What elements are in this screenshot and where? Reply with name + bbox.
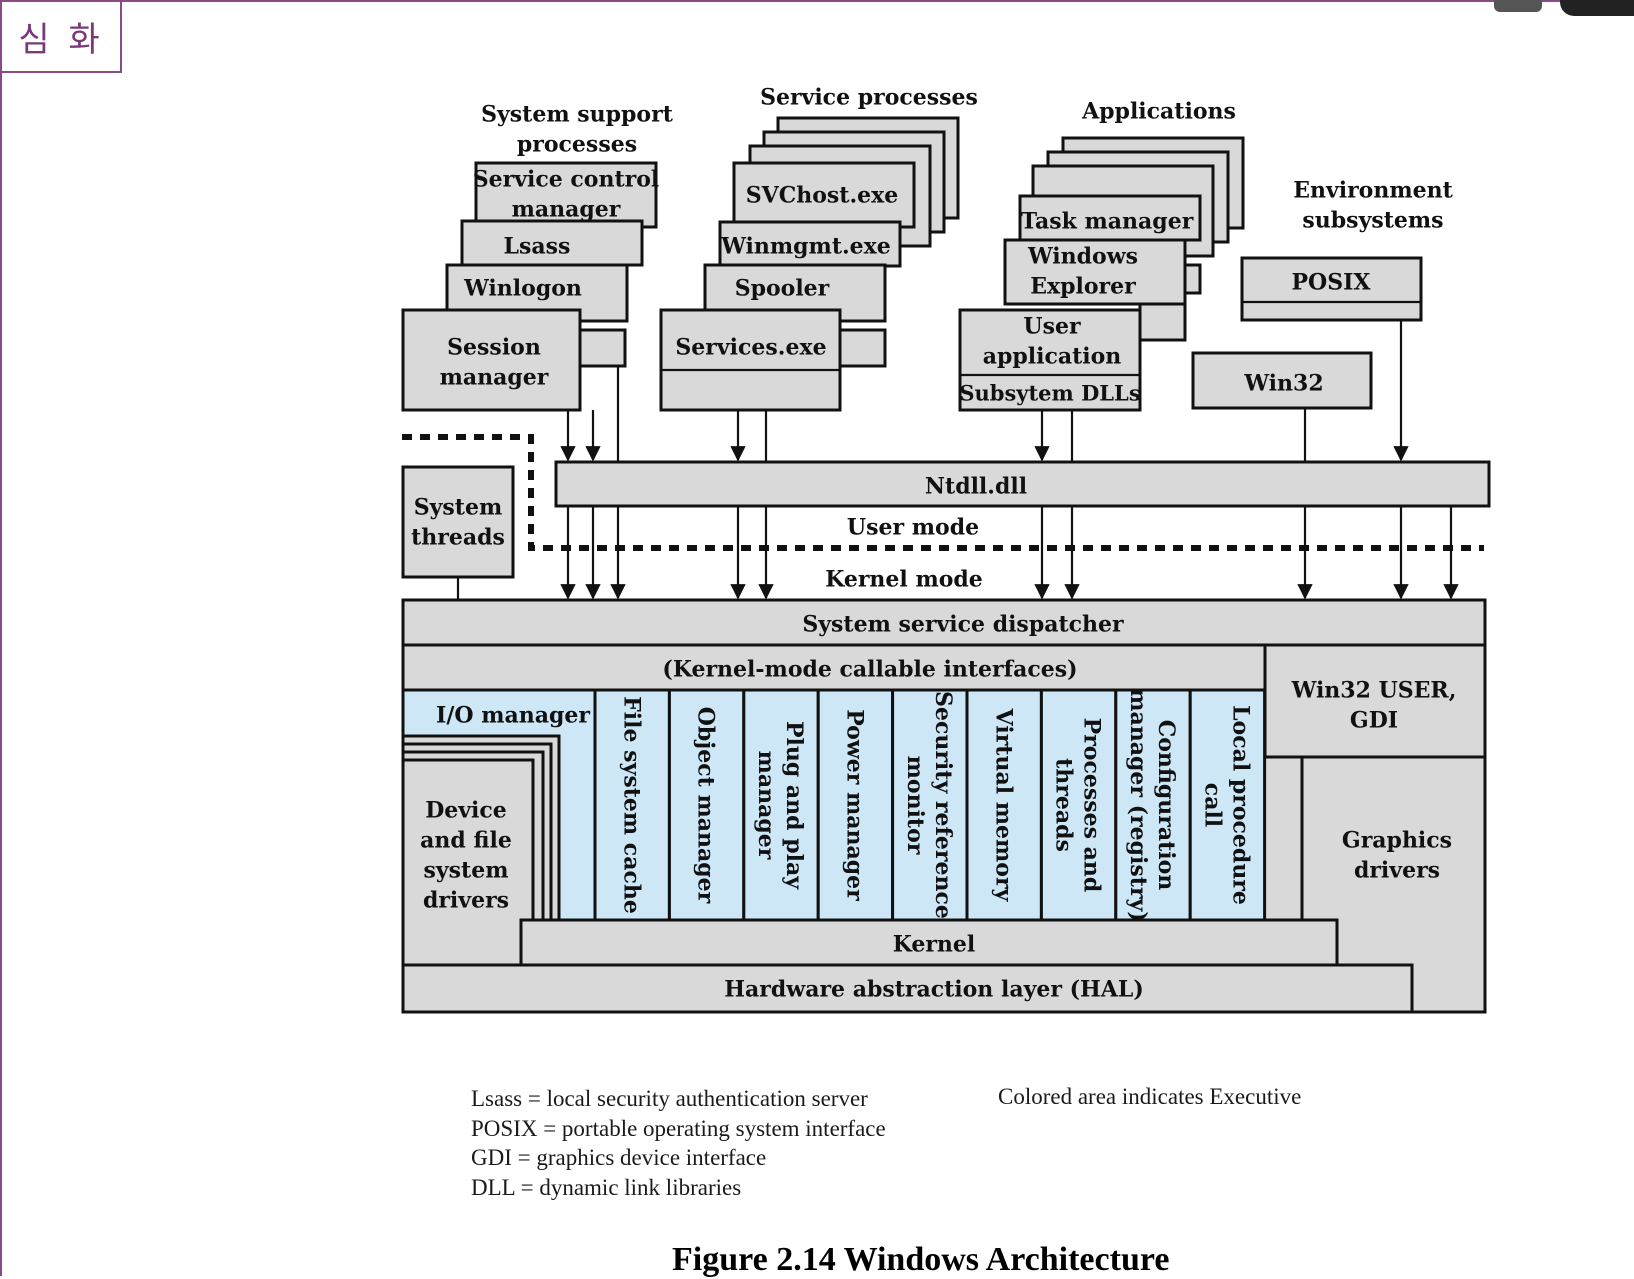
kernel-interfaces-label: (Kernel-mode callable interfaces) xyxy=(662,657,1077,683)
legend-item: POSIX = portable operating system interf… xyxy=(471,1115,886,1141)
executive-column-box xyxy=(742,688,820,922)
applications-heading: Applications xyxy=(1081,99,1236,125)
executive-column-label: Virtual memory xyxy=(990,708,1016,903)
kernel-label: Kernel xyxy=(893,932,976,958)
services-label: Services.exe xyxy=(675,335,826,361)
executive-column-box xyxy=(593,688,671,922)
legend: Lsass = local security authentication se… xyxy=(471,1084,886,1202)
executive-column-label: Local procedurecall xyxy=(1200,705,1254,905)
device-drivers-box xyxy=(401,758,535,972)
service-control-manager-box xyxy=(474,161,658,229)
dispatcher-label: System service dispatcher xyxy=(802,612,1124,638)
hal-label: Hardware abstraction layer (HAL) xyxy=(724,977,1144,1003)
lsass-box xyxy=(460,219,644,267)
executive-column-box xyxy=(891,688,969,922)
subsystem-dlls-label: Subsytem DLLs xyxy=(959,380,1140,405)
win32-user-gdi-label: Win32 USER,GDI xyxy=(1291,678,1457,734)
svchost-label: SVChost.exe xyxy=(746,183,898,209)
executive-column-label: Plug and playmanager xyxy=(753,721,807,890)
user-mode-label: User mode xyxy=(847,515,979,541)
stack-edge-box xyxy=(578,328,627,368)
io-manager-label: I/O manager xyxy=(436,703,590,729)
window-control-button[interactable] xyxy=(1494,0,1542,12)
posix-label: POSIX xyxy=(1292,270,1372,296)
windows-explorer-box xyxy=(1003,238,1187,306)
lsass-label: Lsass xyxy=(504,234,571,260)
executive-column-label: Security referencemonitor xyxy=(902,691,956,919)
window-control-button[interactable] xyxy=(1560,0,1634,16)
topic-tag: 심 화 xyxy=(0,0,122,73)
executive-column-label: Processes andthreads xyxy=(1051,718,1105,893)
executive-column-label: Power manager xyxy=(842,709,868,901)
hal-box xyxy=(401,963,1414,1014)
executive-column-box xyxy=(1039,688,1118,922)
stack-edge-box xyxy=(838,328,887,368)
executive-column-label: Configurationmanager (registry) xyxy=(1125,688,1179,921)
winmgmt-box xyxy=(718,220,902,268)
task-manager-label: Task manager xyxy=(1021,209,1194,235)
executive-column-box xyxy=(667,688,746,922)
task-manager-box xyxy=(1018,194,1202,242)
figure-caption: Figure 2.14 Windows Architecture xyxy=(672,1241,1170,1278)
legend-item: DLL = dynamic link libraries xyxy=(471,1174,742,1200)
ntdll-label: Ntdll.dll xyxy=(925,474,1027,500)
executive-column-label: Object manager xyxy=(693,707,719,904)
executive-column-box xyxy=(1114,688,1192,922)
executive-column-box xyxy=(1188,688,1267,922)
executive-column-box xyxy=(816,688,895,922)
win32-user-gdi-box xyxy=(1263,643,1487,759)
posix-box xyxy=(1240,256,1423,322)
win32-label: Win32 xyxy=(1243,371,1323,397)
legend-item: Lsass = local security authentication se… xyxy=(471,1086,868,1111)
legend-note: Colored area indicates Executive xyxy=(998,1084,1302,1109)
user-application-box xyxy=(958,308,1142,412)
ntdll-box xyxy=(554,460,1491,508)
win32-box xyxy=(1191,351,1373,410)
dispatcher-box xyxy=(401,598,1487,647)
spooler-label: Spooler xyxy=(735,276,830,302)
legend-item: GDI = graphics device interface xyxy=(471,1145,767,1170)
session-manager-box xyxy=(401,308,582,412)
kernel-mode-label: Kernel mode xyxy=(825,567,983,593)
winlogon-label: Winlogon xyxy=(463,276,582,302)
winmgmt-label: Winmgmt.exe xyxy=(720,234,891,260)
user-kernel-boundary xyxy=(402,434,1484,551)
system-threads-box xyxy=(401,465,515,579)
services-box xyxy=(659,308,842,412)
svchost-box xyxy=(732,161,916,229)
service-processes-heading: Service processes xyxy=(760,85,978,111)
stack-edge-box xyxy=(1183,263,1202,295)
stack-edge-box xyxy=(1138,302,1187,342)
executive-column-box xyxy=(965,688,1043,922)
executive-column-label: File system cache xyxy=(618,696,644,914)
